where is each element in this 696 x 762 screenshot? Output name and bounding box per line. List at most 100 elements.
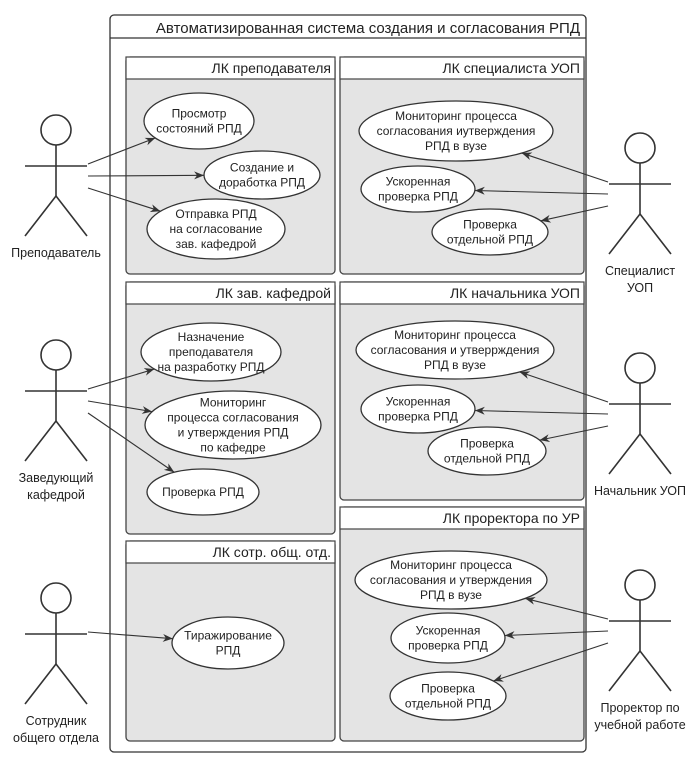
use-case-label: Ускоренная xyxy=(386,395,451,409)
association-general-dept-to-general-dept-0 xyxy=(87,631,173,642)
actor-head xyxy=(624,132,656,164)
use-case-label: Проверка xyxy=(463,218,517,232)
panel-title: ЛК преподавателя xyxy=(212,60,332,76)
use-case-label: Просмотр xyxy=(172,107,227,121)
use-case-label: Проверка РПД xyxy=(162,485,244,499)
use-case-label: отдельной РПД xyxy=(447,233,533,247)
use-case-ellipse[interactable] xyxy=(355,320,555,380)
actor-label: учебной работе xyxy=(594,718,685,732)
use-case-label: зав. кафедрой xyxy=(176,237,257,251)
use-case-ellipse[interactable] xyxy=(358,100,554,162)
panel-header xyxy=(125,56,336,80)
actor-right-leg xyxy=(55,195,88,237)
association-vice-rector-to-vice-rector-0 xyxy=(525,596,609,620)
use-case-label: на согласование xyxy=(170,222,263,236)
use-case-ellipse[interactable] xyxy=(427,426,547,476)
actor-teacher[interactable]: Преподаватель xyxy=(11,114,101,260)
panel-header xyxy=(339,506,585,530)
panel-header xyxy=(125,540,336,564)
actor-left-leg xyxy=(608,213,641,255)
association-uop-head-to-uop-head-0 xyxy=(519,371,609,403)
use-case-ellipse[interactable] xyxy=(143,92,255,150)
association-teacher-to-teacher-0 xyxy=(87,137,156,165)
association-teacher-to-teacher-1 xyxy=(87,171,205,180)
use-case-label: отдельной РПД xyxy=(444,452,530,466)
actor-right-leg xyxy=(55,420,88,462)
use-case[interactable]: Проверка РПД xyxy=(146,468,260,516)
actor-head xyxy=(624,352,656,384)
actor-left-leg xyxy=(24,195,57,237)
use-case-label: по кафедре xyxy=(200,441,266,455)
use-case-label: на разработку РПД xyxy=(158,360,265,374)
use-case-label: согласования и утверждения xyxy=(370,573,532,587)
actor-head xyxy=(40,114,72,146)
panel-head-dept: ЛК зав. кафедройНазначениепреподавателян… xyxy=(125,281,336,535)
use-case-label: Назначение xyxy=(178,330,245,344)
actor-left-leg xyxy=(608,433,641,475)
association-head-dept-to-head-dept-2 xyxy=(87,412,175,473)
association-uop-head-to-uop-head-2 xyxy=(539,425,609,443)
use-case-label: согласования иутверждения xyxy=(377,124,536,138)
panel-title: ЛК начальника УОП xyxy=(450,285,580,301)
use-case-label: отдельной РПД xyxy=(405,697,491,711)
use-case-ellipse[interactable] xyxy=(146,468,260,516)
use-case-label: проверка РПД xyxy=(378,410,458,424)
use-case-label: Создание и xyxy=(230,161,294,175)
use-case-ellipse[interactable] xyxy=(171,616,285,670)
use-case-ellipse[interactable] xyxy=(431,208,549,256)
use-case-label: согласования и утверрждения xyxy=(371,343,540,357)
association-uop-specialist-to-uop-specialist-1 xyxy=(474,186,609,195)
association-vice-rector-to-vice-rector-1 xyxy=(504,630,609,640)
panel-header xyxy=(339,281,585,305)
actor-label: Сотрудник xyxy=(26,714,87,728)
use-case-label: Проверка xyxy=(421,682,475,696)
use-case-ellipse[interactable] xyxy=(354,550,548,610)
use-case-label: РПД в вузе xyxy=(425,139,487,153)
use-case-ellipse[interactable] xyxy=(389,671,507,721)
use-case-ellipse[interactable] xyxy=(140,322,282,382)
use-case-ellipse[interactable] xyxy=(144,390,322,460)
panel-title: ЛК зав. кафедрой xyxy=(216,285,331,301)
use-case-ellipse[interactable] xyxy=(146,198,286,260)
use-case-label: проверка РПД xyxy=(408,639,488,653)
use-case-label: Ускоренная xyxy=(386,175,451,189)
actor-right-leg xyxy=(639,433,672,475)
use-case-label: РПД в вузе xyxy=(420,588,482,602)
use-case-label: Отправка РПД xyxy=(175,207,256,221)
association-head-dept-to-head-dept-1 xyxy=(87,400,153,414)
actor-label: Специалист xyxy=(605,264,675,278)
use-case-label: состояний РПД xyxy=(156,122,241,136)
panel-title: ЛК сотр. общ. отд. xyxy=(213,544,331,560)
actor-uop-head[interactable]: Начальник УОП xyxy=(594,352,686,498)
use-case-label: Проверка xyxy=(460,437,514,451)
actor-left-leg xyxy=(24,420,57,462)
use-case-label: Ускоренная xyxy=(416,624,481,638)
actor-left-leg xyxy=(608,650,641,692)
association-teacher-to-teacher-2 xyxy=(87,187,161,212)
use-case-label: доработка РПД xyxy=(219,176,305,190)
